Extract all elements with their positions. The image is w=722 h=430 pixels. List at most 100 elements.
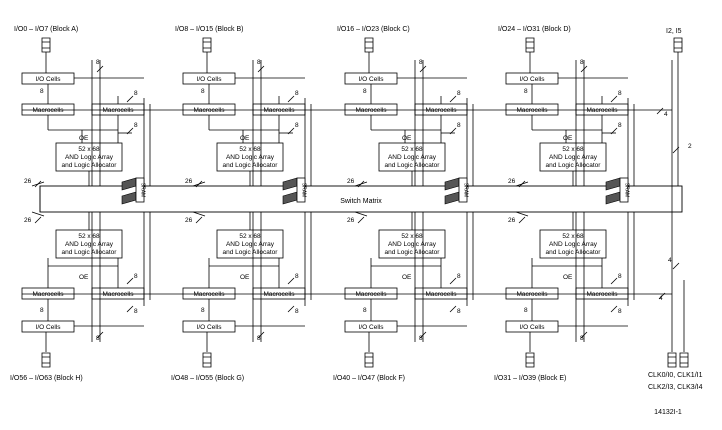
io-cells-label: I/O Cells — [36, 324, 62, 331]
switch-matrix: Switch Matrix — [39, 185, 683, 213]
and-array-label: AND Logic Array — [65, 154, 114, 161]
logic-block-top-3: I/O24 – I/O31 (Block D)I/O CellsMacrocel… — [498, 26, 635, 205]
bus-slash — [287, 95, 295, 103]
macrocells-label: Macrocells — [263, 107, 295, 114]
and-array-label: AND Logic Array — [549, 241, 598, 248]
bus-width: 8 — [524, 307, 528, 314]
io-pin — [41, 37, 51, 53]
and-array-allocator: and Logic Allocator — [223, 162, 279, 169]
bus-width: 8 — [618, 273, 622, 280]
bus-width: 8 — [457, 90, 461, 97]
macrocells-label: Macrocells — [102, 107, 134, 114]
and-array-label: AND Logic Array — [549, 154, 598, 161]
bus-width: 8 — [134, 90, 138, 97]
bus-width: 4 — [664, 111, 668, 118]
and-array-size: 52 x 68 — [562, 146, 584, 153]
bus-slash — [580, 331, 588, 339]
macrocells-label: Macrocells — [193, 291, 225, 298]
bus-width: 8 — [295, 122, 299, 129]
bus-slash — [126, 127, 134, 135]
bus-width: 8 — [363, 88, 367, 95]
bus-slash — [610, 277, 618, 285]
wire — [354, 211, 368, 217]
bus-slash — [195, 216, 203, 224]
wire — [354, 181, 368, 187]
io-pin — [525, 37, 535, 53]
bus-width: 8 — [295, 308, 299, 315]
io-block-label: I/O48 – I/O55 (Block G) — [171, 375, 244, 382]
io-block-label: I/O31 – I/O39 (Block E) — [494, 375, 566, 382]
bus-width: 4 — [659, 295, 663, 302]
macrocells-label: Macrocells — [516, 291, 548, 298]
io-block-label: I/O16 – I/O23 (Block C) — [337, 26, 410, 33]
and-array-label: AND Logic Array — [226, 241, 275, 248]
sram-box — [619, 177, 629, 203]
io-pin — [202, 352, 212, 368]
bus-slash — [126, 305, 134, 313]
and-array-size: 52 x 68 — [401, 146, 423, 153]
and-array-allocator: and Logic Allocator — [385, 249, 441, 256]
switch-matrix-bar — [39, 185, 683, 213]
bus-width: 8 — [524, 88, 528, 95]
wire — [192, 181, 206, 187]
and-array-size: 52 x 68 — [401, 233, 423, 240]
macrocells-label: Macrocells — [263, 291, 295, 298]
macrocells-label: Macrocells — [586, 107, 618, 114]
io-cells-label: I/O Cells — [359, 324, 385, 331]
and-array-box — [539, 229, 607, 259]
bus-slash — [610, 305, 618, 313]
io-cells-label: I/O Cells — [359, 76, 385, 83]
logic-block-top-0: I/O0 – I/O7 (Block A) I/O CellsMacrocells… — [14, 26, 151, 205]
sram-box — [296, 177, 306, 203]
bus-width: 8 — [580, 59, 584, 66]
and-array-allocator: and Logic Allocator — [546, 162, 602, 169]
io-block-label: I/O0 – I/O7 (Block A) — [14, 26, 78, 33]
bus-slash — [610, 95, 618, 103]
bus-slash — [658, 292, 666, 300]
bus-width: 26 — [185, 217, 193, 224]
sram-label: SRAM — [463, 183, 469, 197]
macrocells-label: Macrocells — [102, 291, 134, 298]
bus-width: 8 — [580, 335, 584, 342]
logic-block-top-1: I/O8 – I/O15 (Block B)I/O CellsMacrocell… — [175, 26, 312, 205]
macrocells-label: Macrocells — [32, 107, 64, 114]
macrocells-label: Macrocells — [355, 107, 387, 114]
bus-width: 8 — [257, 335, 261, 342]
bus-width: 8 — [40, 88, 44, 95]
and-array-allocator: and Logic Allocator — [62, 162, 118, 169]
io-block-label: I/O56 – I/O63 (Block H) — [10, 375, 83, 382]
input-pin-i2-i5 — [673, 37, 683, 53]
bus-width: 26 — [185, 178, 193, 185]
bus-width: 8 — [40, 307, 44, 314]
io-pin — [202, 37, 212, 53]
bus-slash — [672, 262, 680, 270]
bus-width: 8 — [295, 90, 299, 97]
bus-slash — [449, 277, 457, 285]
and-array-allocator: and Logic Allocator — [223, 249, 279, 256]
bus-slash — [610, 127, 618, 135]
macrocells-label: Macrocells — [516, 107, 548, 114]
and-array-box — [55, 142, 123, 172]
bus-width: 8 — [201, 307, 205, 314]
logic-block-top-2: I/O16 – I/O23 (Block C) I/O CellsMacrocel… — [337, 26, 474, 205]
bus-slash — [419, 331, 427, 339]
bus-width: 8 — [618, 308, 622, 315]
bus-slash — [357, 216, 365, 224]
oe-label: OE — [79, 135, 89, 142]
io-pin — [525, 352, 535, 368]
and-array-label: AND Logic Array — [388, 241, 437, 248]
bus-width: 8 — [457, 273, 461, 280]
and-array-box — [378, 229, 446, 259]
bus-width: 8 — [457, 122, 461, 129]
io-cells-label: I/O Cells — [36, 76, 62, 83]
bus-width: 8 — [257, 59, 261, 66]
and-array-label: AND Logic Array — [388, 154, 437, 161]
macrocells-label: Macrocells — [425, 107, 457, 114]
bus-width: 8 — [96, 335, 100, 342]
bus-width: 26 — [508, 178, 516, 185]
and-array-label: AND Logic Array — [65, 241, 114, 248]
io-pin — [364, 352, 374, 368]
and-array-size: 52 x 68 — [562, 233, 584, 240]
